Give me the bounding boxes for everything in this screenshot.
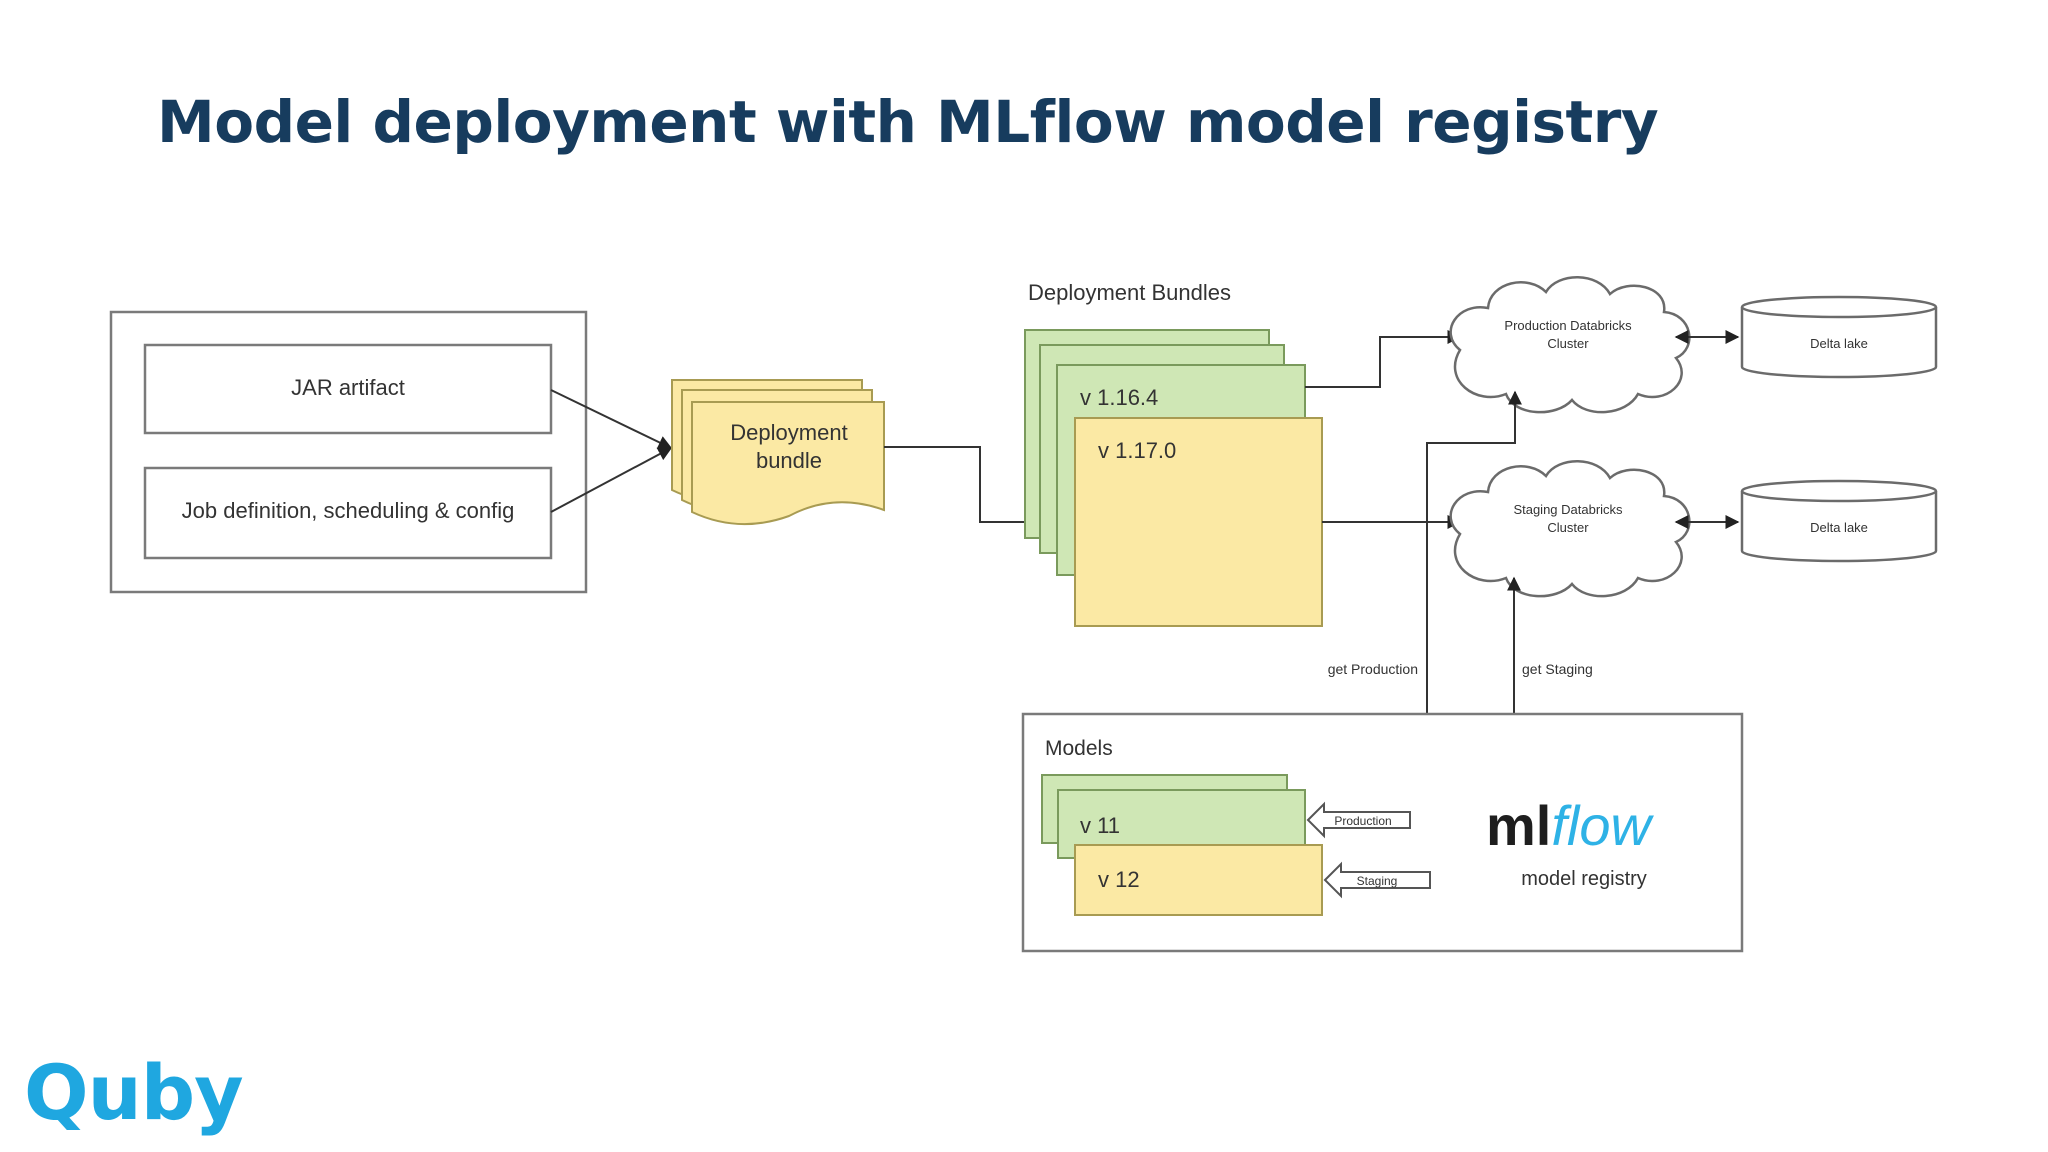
model-version-stack bbox=[1041, 774, 1306, 859]
delta-lake-top-label: Delta lake bbox=[1810, 336, 1868, 351]
jar-artifact-label: JAR artifact bbox=[291, 375, 405, 400]
bundle-label-line2: bundle bbox=[756, 448, 822, 473]
job-definition-box bbox=[143, 466, 553, 560]
get-production-label: get Production bbox=[1328, 661, 1418, 677]
model-v11-label: v 11 bbox=[1080, 813, 1120, 838]
jar-artifact-box bbox=[143, 343, 553, 435]
get-staging-label: get Staging bbox=[1522, 661, 1593, 677]
deployment-bundle-doc bbox=[671, 379, 885, 526]
get-production-arrow bbox=[1426, 390, 1522, 714]
delta-lake-top-cylinder bbox=[1740, 295, 1938, 379]
mlflow-logo: mlflow bbox=[1486, 794, 1655, 857]
bundle-v1164-label: v 1.16.4 bbox=[1080, 385, 1158, 410]
bundle-v1170-label: v 1.17.0 bbox=[1098, 438, 1176, 463]
mlflow-subtitle: model registry bbox=[1521, 868, 1647, 890]
production-cluster-line1: Production Databricks bbox=[1504, 318, 1632, 333]
deployment-bundles-label: Deployment Bundles bbox=[1028, 280, 1231, 305]
production-cluster-line2: Cluster bbox=[1547, 336, 1589, 351]
staging-cluster-line2: Cluster bbox=[1547, 520, 1589, 535]
models-label: Models bbox=[1045, 737, 1113, 760]
job-definition-label: Job definition, scheduling & config bbox=[182, 498, 515, 523]
staging-cluster-line1: Staging Databricks bbox=[1513, 502, 1623, 517]
slide-title: Model deployment with MLflow model regis… bbox=[157, 88, 1659, 156]
mlflow-logo-flow: flow bbox=[1551, 794, 1654, 857]
staging-tag-label: Staging bbox=[1357, 874, 1398, 888]
model-v12-label: v 12 bbox=[1098, 867, 1140, 892]
model-v12-box bbox=[1074, 844, 1323, 916]
bundle-label-line1: Deployment bbox=[730, 420, 847, 445]
quby-logo: Quby bbox=[24, 1048, 244, 1137]
mlflow-logo-ml: ml bbox=[1486, 794, 1551, 857]
production-tag-label: Production bbox=[1334, 814, 1391, 828]
production-tag-arrow bbox=[1306, 801, 1411, 839]
job-to-bundle-arrow bbox=[550, 447, 673, 513]
bundle-v1170-box bbox=[1074, 417, 1323, 627]
delta-lake-bottom-label: Delta lake bbox=[1810, 520, 1868, 535]
staging-tag-arrow bbox=[1323, 861, 1431, 899]
to-production-cluster-arrow bbox=[1305, 330, 1462, 388]
delta-lake-bottom-cylinder bbox=[1740, 479, 1938, 563]
jar-to-bundle-arrow bbox=[550, 389, 673, 449]
